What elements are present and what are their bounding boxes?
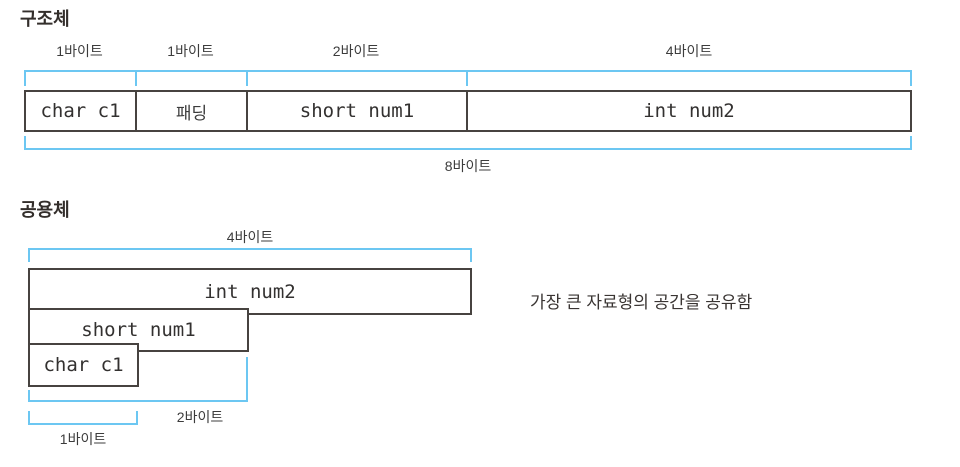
struct-cell-char-c1: char c1 [26, 92, 137, 130]
struct-size-label-char: 1바이트 [56, 43, 103, 59]
bracket-tick [28, 390, 30, 402]
struct-top-bracket [24, 70, 912, 86]
struct-cell-short-num1: short num1 [248, 92, 468, 130]
bracket-line [28, 400, 248, 402]
struct-cell-int-num2: int num2 [468, 92, 910, 130]
bracket-tick [246, 72, 248, 86]
union-note: 가장 큰 자료형의 공간을 공유함 [530, 293, 753, 312]
union-box-label: char c1 [43, 354, 124, 376]
bracket-tick [135, 72, 137, 86]
union-size-label-2byte: 2바이트 [176, 409, 224, 425]
struct-cell-label: short num1 [299, 100, 415, 122]
union-size-label-4byte: 4바이트 [226, 229, 274, 245]
struct-size-label-short: 2바이트 [332, 43, 380, 59]
struct-size-label-padding: 1바이트 [167, 43, 214, 59]
bracket-tick [466, 72, 468, 86]
struct-section-title: 구조체 [20, 9, 70, 29]
union-box-char-c1: char c1 [28, 343, 139, 387]
union-box-int-num2: int num2 [28, 268, 472, 315]
bracket-tick [24, 72, 26, 86]
bracket-tick [910, 72, 912, 86]
union-section-title: 공용체 [20, 200, 70, 220]
struct-cell-padding: 패딩 [137, 92, 248, 130]
union-top-bracket [28, 248, 472, 262]
union-box-label: int num2 [204, 280, 296, 303]
bracket-tick [246, 357, 248, 402]
union-box-label: short num1 [81, 319, 196, 341]
struct-cell-label: char c1 [40, 100, 121, 122]
union-bracket-1byte [28, 411, 138, 425]
struct-memory-box: char c1 패딩 short num1 int num2 [24, 90, 912, 132]
struct-cell-label: 패딩 [175, 103, 208, 123]
struct-size-label-int: 4바이트 [665, 43, 713, 59]
struct-bottom-bracket [24, 136, 912, 150]
union-size-label-1byte: 1바이트 [59, 431, 107, 447]
struct-total-size-label: 8바이트 [444, 158, 492, 174]
struct-cell-label: int num2 [643, 100, 735, 122]
